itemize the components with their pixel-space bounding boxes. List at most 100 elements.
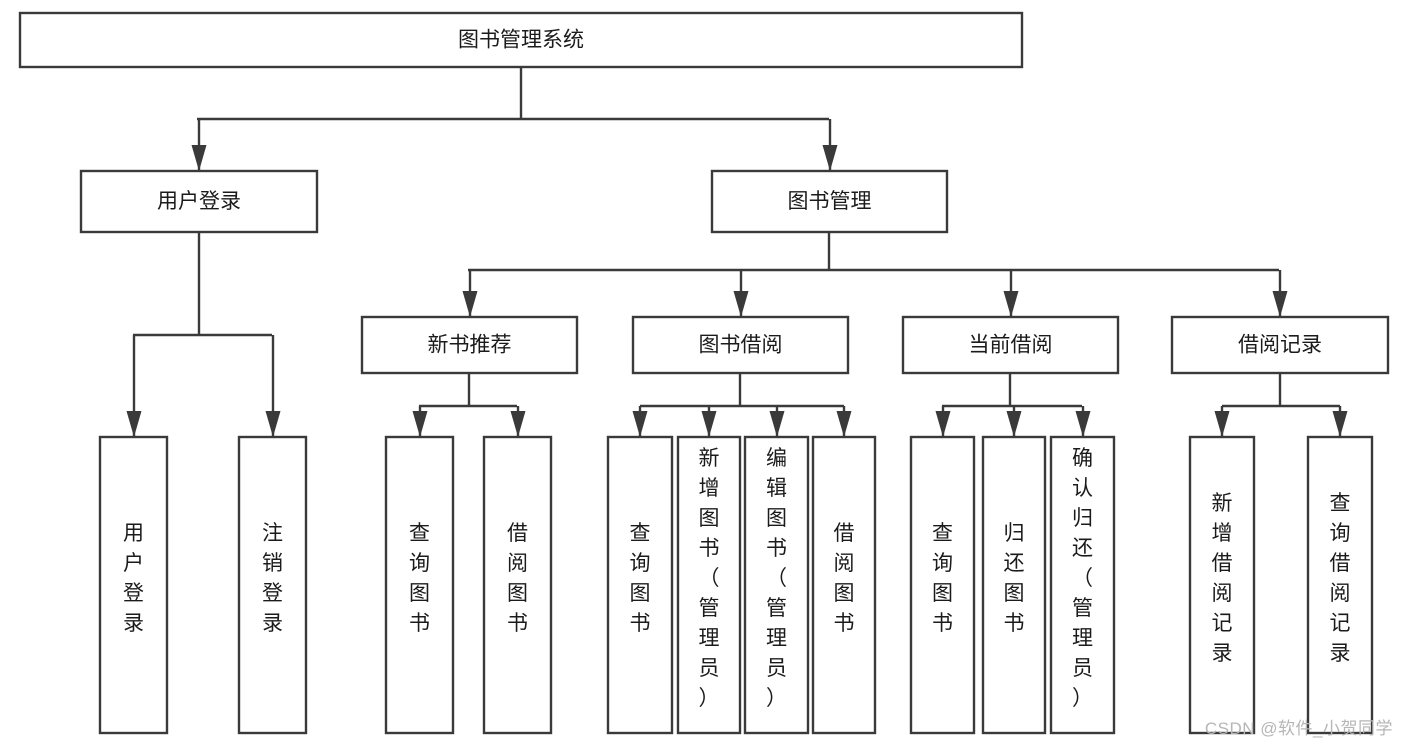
- node-box-leaf-user-login: [98, 435, 169, 735]
- arrow-head-icon: [769, 411, 785, 437]
- node-leaf-add-book[interactable]: 新增图书（管理员）: [676, 435, 742, 735]
- edge-book-manage-to-current-borrow: [1003, 270, 1019, 317]
- node-leaf-query-record[interactable]: 查询借阅记录: [1306, 435, 1374, 735]
- edge-book-manage-to-book-borrow: [733, 270, 749, 317]
- node-current-borrow[interactable]: 当前借阅: [901, 315, 1120, 375]
- node-label-leaf-query-record: 查询借阅记录: [1330, 492, 1351, 665]
- node-root[interactable]: 图书管理系统: [18, 11, 1024, 69]
- edge-book-manage-to-new-book-rec: [462, 270, 478, 317]
- node-box-new-book-rec: [360, 315, 579, 375]
- node-box-leaf-confirm-return: [1049, 435, 1116, 735]
- connector-group-bus-new-book-rec: [419, 373, 517, 408]
- node-label-leaf-add-book: 新增图书（管理员）: [699, 447, 720, 710]
- arrow-head-icon: [510, 411, 526, 437]
- node-label-root: 图书管理系统: [458, 29, 584, 52]
- node-box-borrow-record: [1170, 315, 1390, 375]
- node-leaf-query-book-3[interactable]: 查询图书: [909, 435, 976, 735]
- arrow-head-icon: [412, 411, 428, 437]
- node-label-leaf-borrow-book-2: 借阅图书: [834, 522, 855, 635]
- node-leaf-return-book[interactable]: 归还图书: [981, 435, 1047, 735]
- node-leaf-logout[interactable]: 注销登录: [237, 435, 308, 735]
- node-box-book-borrow: [631, 315, 850, 375]
- edge-book-manage-to-borrow-record: [1272, 270, 1288, 317]
- arrow-head-icon: [126, 411, 142, 437]
- arrow-head-icon: [1272, 291, 1288, 317]
- connector-group-bus-root: [197, 67, 829, 121]
- node-layer: 图书管理系统用户登录图书管理新书推荐图书借阅当前借阅借阅记录用户登录注销登录查询…: [18, 11, 1390, 735]
- node-leaf-user-login[interactable]: 用户登录: [98, 435, 169, 735]
- node-leaf-edit-book[interactable]: 编辑图书（管理员）: [743, 435, 810, 735]
- node-new-book-rec[interactable]: 新书推荐: [360, 315, 579, 375]
- arrow-head-icon: [632, 411, 648, 437]
- node-book-borrow[interactable]: 图书借阅: [631, 315, 850, 375]
- edge-book-borrow-to-leaf-add-book: [701, 406, 717, 437]
- node-box-leaf-edit-book: [743, 435, 810, 735]
- node-label-leaf-edit-book: 编辑图书（管理员）: [766, 447, 787, 710]
- arrow-head-icon: [1332, 411, 1348, 437]
- node-box-root: [18, 11, 1024, 69]
- edge-user-login-to-leaf-user-login: [126, 335, 142, 437]
- node-box-leaf-query-book-2: [606, 435, 674, 735]
- node-box-leaf-query-book-3: [909, 435, 976, 735]
- edge-current-borrow-to-leaf-confirm-return: [1075, 406, 1091, 437]
- node-leaf-borrow-book-1[interactable]: 借阅图书: [482, 435, 553, 735]
- arrow-head-icon: [935, 411, 951, 437]
- node-label-borrow-record: 借阅记录: [1238, 334, 1322, 357]
- node-label-leaf-query-book-2: 查询图书: [630, 522, 651, 635]
- edge-user-login-to-leaf-logout: [265, 335, 281, 437]
- arrow-head-icon: [1006, 411, 1022, 437]
- edge-root-to-user-login: [191, 119, 207, 171]
- node-box-user-login: [79, 169, 319, 234]
- node-box-leaf-borrow-book-1: [482, 435, 553, 735]
- arrow-head-icon: [191, 145, 207, 171]
- arrow-head-icon: [1003, 291, 1019, 317]
- node-box-book-manage: [710, 169, 949, 234]
- edge-current-borrow-to-leaf-query-book-3: [935, 406, 951, 437]
- node-label-leaf-confirm-return: 确认归还（管理员）: [1072, 447, 1093, 710]
- node-label-new-book-rec: 新书推荐: [428, 334, 512, 357]
- edge-book-borrow-to-leaf-query-book-2: [632, 406, 648, 437]
- connector-layer: [126, 67, 1348, 437]
- connector-group-bus-borrow-record: [1222, 373, 1340, 408]
- node-box-leaf-add-book: [676, 435, 742, 735]
- arrow-head-icon: [701, 411, 717, 437]
- csdn-watermark: CSDN @软件_小贺同学: [1204, 719, 1393, 738]
- node-book-manage[interactable]: 图书管理: [710, 169, 949, 234]
- node-leaf-confirm-return[interactable]: 确认归还（管理员）: [1049, 435, 1116, 735]
- edge-root-to-book-manage: [822, 119, 838, 171]
- node-leaf-add-record[interactable]: 新增借阅记录: [1188, 435, 1256, 735]
- node-box-leaf-query-book-1: [384, 435, 455, 735]
- node-borrow-record[interactable]: 借阅记录: [1170, 315, 1390, 375]
- node-leaf-query-book-2[interactable]: 查询图书: [606, 435, 674, 735]
- edge-new-book-rec-to-leaf-query-book-1: [412, 406, 428, 437]
- node-leaf-query-book-1[interactable]: 查询图书: [384, 435, 455, 735]
- connector-group-bus-user-login: [133, 232, 272, 337]
- arrow-head-icon: [462, 291, 478, 317]
- node-user-login[interactable]: 用户登录: [79, 169, 319, 234]
- node-box-leaf-query-record: [1306, 435, 1374, 735]
- node-leaf-borrow-book-2[interactable]: 借阅图书: [811, 435, 877, 735]
- connector-group-bus-book-borrow: [640, 373, 844, 408]
- node-box-leaf-return-book: [981, 435, 1047, 735]
- arrow-head-icon: [1214, 411, 1230, 437]
- node-box-leaf-borrow-book-2: [811, 435, 877, 735]
- edge-new-book-rec-to-leaf-borrow-book-1: [510, 406, 526, 437]
- node-label-user-login: 用户登录: [157, 190, 241, 213]
- edge-borrow-record-to-leaf-query-record: [1332, 406, 1348, 437]
- arrow-head-icon: [265, 411, 281, 437]
- node-label-leaf-return-book: 归还图书: [1004, 522, 1025, 635]
- node-box-leaf-logout: [237, 435, 308, 735]
- arrow-head-icon: [822, 145, 838, 171]
- node-label-leaf-user-login: 用户登录: [123, 522, 144, 635]
- node-label-leaf-logout: 注销登录: [262, 522, 283, 635]
- connector-group-bus-book-manage: [468, 232, 1279, 272]
- node-box-current-borrow: [901, 315, 1120, 375]
- node-label-book-manage: 图书管理: [788, 190, 872, 213]
- node-box-leaf-add-record: [1188, 435, 1256, 735]
- node-label-leaf-query-book-3: 查询图书: [932, 522, 953, 635]
- edge-borrow-record-to-leaf-add-record: [1214, 406, 1230, 437]
- node-label-book-borrow: 图书借阅: [699, 334, 783, 357]
- node-label-current-borrow: 当前借阅: [969, 334, 1053, 357]
